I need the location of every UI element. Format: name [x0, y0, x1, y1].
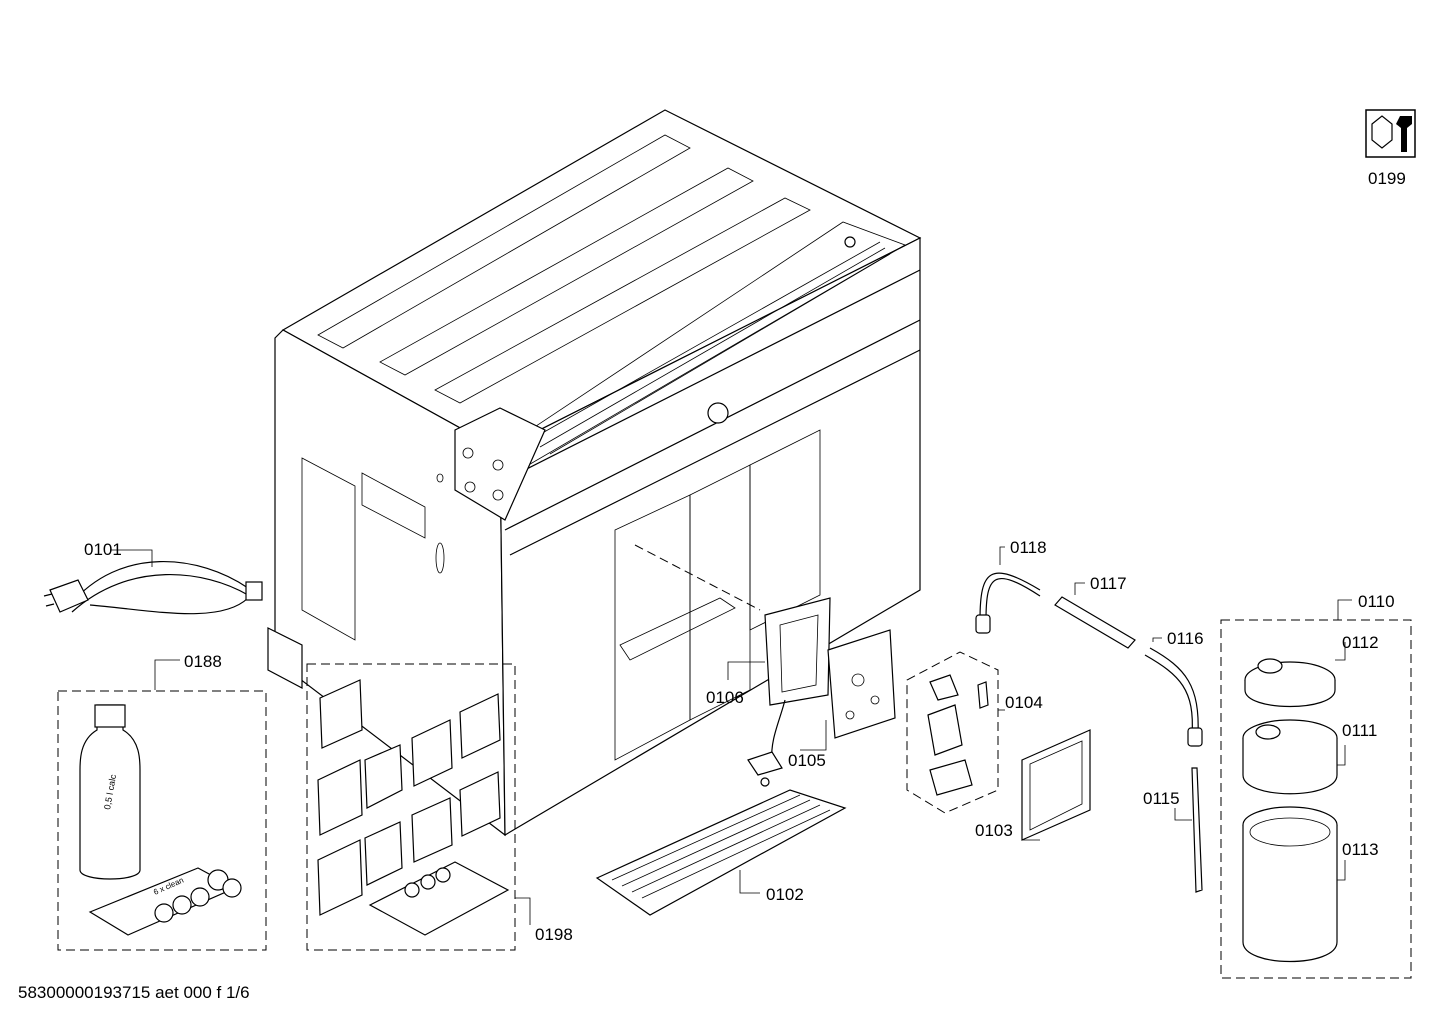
- label-0111: 0111: [1342, 721, 1377, 740]
- label-0116: 0116: [1167, 629, 1204, 648]
- label-0199: 0199: [1368, 169, 1406, 188]
- label-0101: 0101: [84, 540, 122, 559]
- part-0117-connector: [1054, 582, 1136, 649]
- part-0104-valve-group: [906, 651, 1005, 814]
- label-0117: 0117: [1090, 574, 1127, 593]
- label-0118: 0118: [1010, 538, 1047, 557]
- label-0198: 0198: [535, 925, 573, 944]
- part-0102-drip-grid: [595, 789, 847, 916]
- label-0105: 0105: [788, 751, 826, 770]
- part-0110-milk-container: [1220, 599, 1412, 979]
- label-0115: 0115: [1143, 789, 1180, 808]
- part-0105-holder: [800, 629, 896, 751]
- document-code: 58300000193715 aet 000 f 1/6: [18, 983, 250, 1002]
- label-0188: 0188: [184, 652, 222, 671]
- label-0113: 0113: [1342, 840, 1379, 859]
- part-labels: 0101 0188 0198 0106 0105 0104 0103 0102 …: [84, 169, 1406, 944]
- part-0101-power-cord: [43, 549, 263, 615]
- part-0106-bracket: [727, 597, 831, 787]
- housing-frame: [267, 109, 922, 837]
- part-0115-rod: [1174, 767, 1203, 893]
- label-0106: 0106: [706, 688, 744, 707]
- label-0110: 0110: [1358, 592, 1395, 611]
- part-0198-fixing-kit: [306, 663, 531, 951]
- label-0112: 0112: [1342, 633, 1379, 652]
- part-0118-tube: [975, 546, 1041, 634]
- label-0102: 0102: [766, 885, 804, 904]
- part-0188-descaling-kit: 0,5 l calc 6 x clean: [57, 659, 267, 951]
- part-0103-module: [1021, 729, 1091, 841]
- label-0103: 0103: [975, 821, 1013, 840]
- part-0116-tube: [1144, 637, 1203, 747]
- tools-icon: [1365, 109, 1416, 158]
- label-0104: 0104: [1005, 693, 1043, 712]
